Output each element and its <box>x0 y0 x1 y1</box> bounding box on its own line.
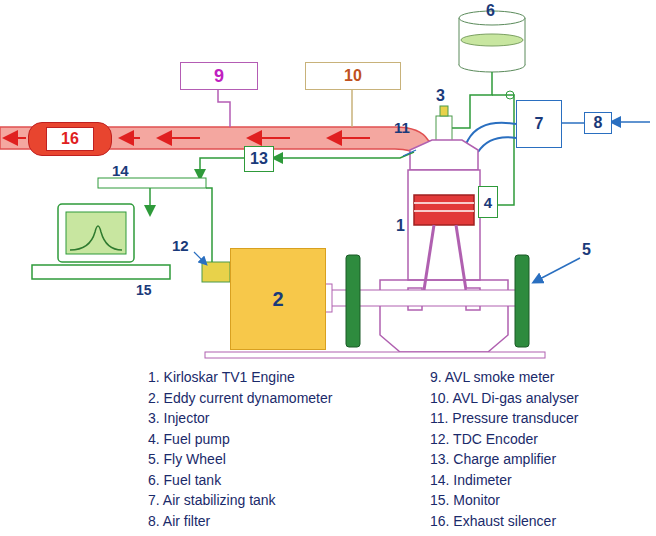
engine <box>380 140 508 352</box>
callout-number: 14 <box>112 163 129 178</box>
part-box: 9 <box>180 62 258 90</box>
part-list-item: 4. Fuel pump <box>148 432 230 446</box>
callout-number: 15 <box>136 283 152 297</box>
connector <box>562 122 584 124</box>
callout-number: 10 <box>344 68 362 84</box>
flywheel <box>515 255 529 347</box>
callout-number: 3 <box>436 88 445 104</box>
part-list-item: 13. Charge amplifier <box>430 452 556 466</box>
fuel-tank <box>459 11 525 72</box>
part-list-item: 16. Exhaust silencer <box>430 514 556 528</box>
callout-number: 4 <box>484 195 492 210</box>
callout-number: 9 <box>214 67 224 85</box>
part-list-item: 2. Eddy current dynamometer <box>148 391 332 405</box>
part-list-item: 6. Fuel tank <box>148 473 221 487</box>
part-box: 13 <box>244 146 274 172</box>
callout-number: 8 <box>594 115 603 131</box>
callout-number: 13 <box>250 151 268 167</box>
part-list-item: 3. Injector <box>148 411 209 425</box>
part-list-item: 12. TDC Encoder <box>430 432 538 446</box>
part-list-item: 8. Air filter <box>148 514 210 528</box>
tdc-encoder <box>202 262 230 282</box>
callout-number: 11 <box>394 120 410 135</box>
part-list-item: 15. Monitor <box>430 493 500 507</box>
part-list-item: 7. Air stabilizing tank <box>148 493 276 507</box>
part-list-item: 14. Indimeter <box>430 473 512 487</box>
callout-number: 5 <box>582 242 591 258</box>
callout-number: 6 <box>486 3 495 19</box>
part-box: 7 <box>516 100 562 148</box>
flywheel <box>346 255 360 347</box>
monitor <box>32 204 170 279</box>
part-box: 8 <box>584 112 612 134</box>
part-box: 10 <box>305 62 401 90</box>
part-list-item: 10. AVL Di-gas analyser <box>430 391 579 405</box>
part-list-item: 1. Kirloskar TV1 Engine <box>148 370 295 384</box>
part-list-item: 11. Pressure transducer <box>430 411 578 425</box>
part-list-item: 9. AVL smoke meter <box>430 370 555 384</box>
callout-number: 12 <box>172 238 189 253</box>
part-box: 4 <box>478 186 498 218</box>
callout-number: 7 <box>535 116 544 132</box>
callout-number: 2 <box>272 289 283 309</box>
callout-number: 16 <box>46 127 94 151</box>
part-list-item: 5. Fly Wheel <box>148 452 226 466</box>
callout-number: 1 <box>396 218 405 234</box>
part-box: 16 <box>28 122 112 156</box>
indimeter <box>98 178 206 188</box>
part-box: 2 <box>230 248 326 350</box>
